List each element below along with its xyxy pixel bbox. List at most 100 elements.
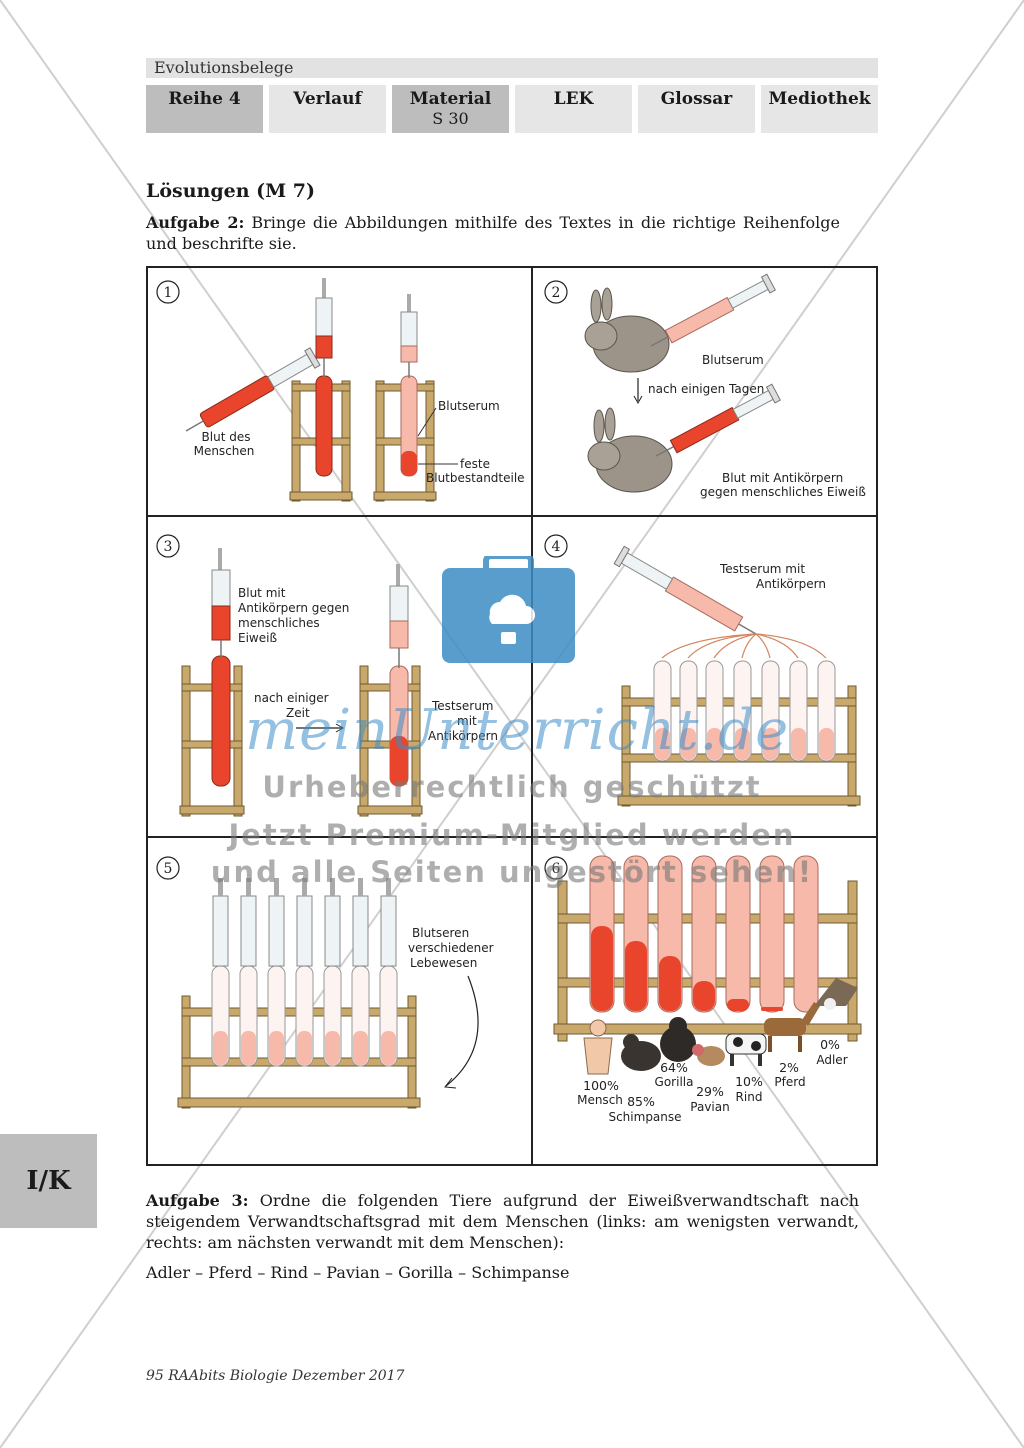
panel-5: 5: [156, 856, 494, 1109]
droplet-lines: [661, 633, 827, 659]
label: Menschen: [194, 444, 255, 458]
chimpanzee-illustration: [621, 1034, 661, 1071]
label: nach einigen Tagen: [648, 382, 764, 396]
label: menschliches: [238, 616, 320, 630]
panel-number: 6: [552, 861, 561, 877]
syringe-vertical: [211, 548, 231, 658]
animal-label: Gorilla: [655, 1075, 694, 1089]
label: Testserum mit: [719, 562, 805, 576]
test-tube-sediment: [401, 451, 417, 476]
label: Antikörpern gegen: [238, 601, 349, 615]
test-tube-sediment: [390, 736, 408, 786]
rabbit-illustration: [587, 407, 673, 493]
label: Antikörpern: [428, 729, 498, 743]
panel-6: 6: [544, 855, 862, 1124]
tab-glossar[interactable]: Glossar: [638, 85, 755, 133]
task3-answer: Adler – Pferd – Rind – Pavian – Gorilla …: [146, 1263, 570, 1282]
panel-number-circle: [156, 280, 180, 304]
task3-label: Aufgabe 3:: [146, 1191, 249, 1210]
label: Blutserum: [702, 353, 764, 367]
panel-number: 1: [164, 285, 173, 301]
syringe: [185, 347, 321, 432]
syringe: [613, 545, 757, 635]
tab-verlauf[interactable]: Verlauf: [269, 85, 386, 133]
animal-label: Adler: [816, 1053, 847, 1067]
syringe: [650, 273, 776, 347]
label: Blut des: [202, 430, 251, 444]
watermark-line: Urheberrechtlich geschützt: [262, 770, 762, 804]
animal-illustrations: [583, 978, 858, 1075]
test-tubes: [653, 660, 836, 762]
briefcase-cloud-icon: [442, 556, 575, 663]
label: verschiedener: [408, 941, 494, 955]
panel-number: 5: [164, 861, 173, 877]
syringe-vertical: [400, 294, 418, 378]
label: Eiweiß: [238, 631, 277, 645]
animal-label: Mensch: [577, 1093, 623, 1107]
cow-illustration: [725, 1033, 767, 1066]
percent-label: 85%: [627, 1094, 655, 1109]
watermark-line: Jetzt Premium-Mitglied werden: [228, 818, 796, 852]
tab-lek[interactable]: LEK: [515, 85, 632, 133]
percent-label: 2%: [779, 1060, 799, 1075]
label: Testserum: [431, 699, 494, 713]
percent-label: 29%: [696, 1084, 724, 1099]
eagle-illustration: [814, 978, 858, 1010]
horse-illustration: [764, 1002, 820, 1052]
syringe: [655, 383, 781, 457]
panel-number-circle: [544, 280, 568, 304]
label: Zeit: [286, 706, 310, 720]
section-title: Lösungen (M 7): [146, 180, 316, 202]
label: Lebewesen: [410, 956, 477, 970]
panel-2: 2 Blutserum nach einigen Tagen: [544, 273, 866, 499]
gorilla-illustration: [660, 1017, 696, 1062]
watermark-line: und alle Seiten ungestört sehen!: [210, 855, 814, 889]
panel-number-circle: [544, 534, 568, 558]
tab-reihe[interactable]: Reihe 4: [146, 85, 263, 133]
panel-number: 2: [552, 285, 561, 301]
label: Blutseren: [412, 926, 469, 940]
test-tube-blood: [211, 655, 231, 787]
panel-number-circle: [156, 856, 180, 880]
panel-4: 4 Testserum mit Antikörpern: [544, 534, 861, 807]
label: feste: [460, 457, 490, 471]
result-tubes: [589, 855, 819, 1013]
panel-number: 4: [552, 539, 561, 555]
panel-number-circle: [156, 534, 180, 558]
panel-3: 3 Blut mit Antikörpern gegen menschliche…: [156, 534, 498, 817]
syringe-vertical: [389, 564, 409, 668]
animal-label: Rind: [736, 1090, 763, 1104]
footer: 95 RAAbits Biologie Dezember 2017: [146, 1368, 405, 1384]
percent-label: 64%: [660, 1060, 688, 1075]
series-title: Evolutionsbelege: [146, 58, 878, 78]
figure-grid: 1 Blut des Menschen: [146, 266, 878, 1166]
percent-label: 10%: [735, 1074, 763, 1089]
label: nach einiger: [254, 691, 329, 705]
label: Blutbestandteile: [426, 471, 525, 485]
animal-label: Pferd: [774, 1075, 805, 1089]
animal-label: Schimpanse: [608, 1110, 681, 1124]
panel-number-circle: [544, 856, 568, 880]
task2-label: Aufgabe 2:: [146, 213, 245, 232]
task3: Aufgabe 3: Ordne die folgenden Tiere auf…: [146, 1190, 859, 1253]
rabbit-illustration: [584, 287, 670, 373]
percent-label: 100%: [583, 1078, 619, 1093]
label: Blutserum: [438, 399, 500, 413]
watermark-logo: meinUnterricht.de: [245, 698, 790, 763]
percent-label: 0%: [820, 1037, 840, 1052]
panel-1: 1 Blut des Menschen: [156, 278, 525, 502]
side-tab: I/K: [0, 1134, 97, 1228]
task2-text: Bringe die Abbildungen mithilfe des Text…: [146, 213, 841, 253]
panel-number: 3: [164, 539, 173, 555]
curved-arrow: [445, 975, 479, 1087]
syringe-vertical: [315, 278, 333, 378]
animal-label: Pavian: [690, 1100, 729, 1114]
tab-mediothek[interactable]: Mediothek: [761, 85, 878, 133]
task3-text: Ordne die folgenden Tiere aufgrund der E…: [146, 1191, 860, 1252]
label: mit: [457, 714, 477, 728]
label: Blut mit: [238, 586, 286, 600]
human-illustration: [583, 1019, 613, 1075]
test-tubes-with-syringes: [211, 878, 398, 1067]
